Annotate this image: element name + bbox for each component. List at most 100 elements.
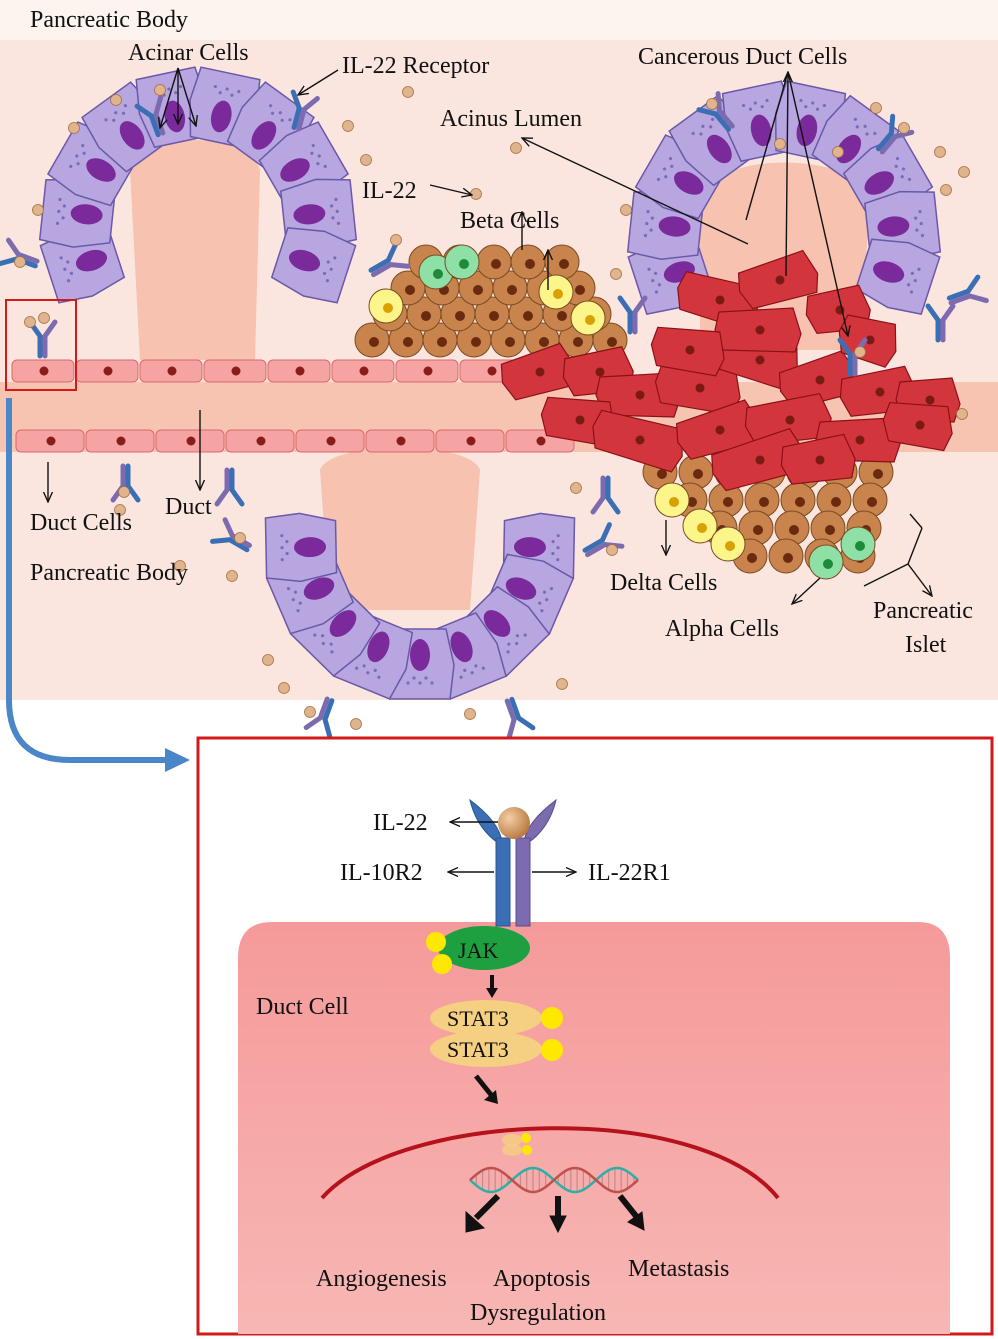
il22-particle (390, 234, 402, 246)
il22-particle (114, 504, 126, 516)
label-acinus-lumen: Acinus Lumen (440, 106, 582, 132)
il22-receptor (696, 91, 735, 132)
acinar-cell (854, 238, 941, 315)
cancer-cell (650, 326, 725, 377)
cancer-cell (737, 249, 819, 310)
duct-cells-bottom-row (15, 429, 575, 453)
label-il22-receptor: IL-22 Receptor (342, 53, 489, 79)
il22-particle (342, 120, 354, 132)
label-acinar-cells: Acinar Cells (128, 40, 249, 66)
inset-label-apoptosis: Apoptosis (493, 1266, 590, 1292)
acinus-lumen-area (130, 140, 870, 610)
il22-particle (350, 718, 362, 730)
il22-particle (958, 166, 970, 178)
il22-particle (556, 678, 568, 690)
label-delta-cells: Delta Cells (610, 570, 717, 596)
inset-label-dysregulation: Dysregulation (470, 1300, 606, 1326)
phosphate-3 (541, 1007, 563, 1029)
il22-particle (174, 560, 186, 572)
label-pancreatic-body-top: Pancreatic Body (30, 7, 188, 33)
inset-labels: IL-22 IL-10R2 IL-22R1 Duct Cell JAK STAT… (256, 810, 729, 1326)
inset-label-metastasis: Metastasis (628, 1256, 729, 1282)
il22-particle (154, 84, 166, 96)
cancer-cell (780, 433, 856, 485)
il22-receptor (582, 522, 625, 558)
stat3-bottom (430, 1031, 542, 1067)
il22-particle (226, 570, 238, 582)
top-labels: Pancreatic Body Acinar Cells IL-22 Recep… (30, 7, 973, 658)
il22-particle (464, 708, 476, 720)
il22-receptor (110, 463, 141, 503)
label-il22: IL-22 (362, 178, 417, 204)
label-islet: Islet (905, 632, 947, 658)
il22-particle (110, 94, 122, 106)
label-beta-cells: Beta Cells (460, 208, 559, 234)
il22-particle (606, 544, 618, 556)
label-cancerous-duct-cells: Cancerous Duct Cells (638, 44, 847, 70)
label-duct-cells: Duct Cells (30, 510, 132, 536)
il22-particle (262, 654, 274, 666)
il22-particle (360, 154, 372, 166)
il22-particle (832, 146, 844, 158)
inset-label-angiogenesis: Angiogenesis (316, 1266, 447, 1292)
il22-particle (774, 138, 786, 150)
label-pancreatic: Pancreatic (873, 598, 973, 624)
il22-particle (278, 682, 290, 694)
stat3-top (430, 1000, 542, 1036)
il22r1-chain (515, 837, 531, 927)
outcome-arrows (465, 1193, 645, 1234)
il22-particle (402, 86, 414, 98)
dna-helix (469, 1166, 639, 1194)
jak-enzyme (438, 926, 530, 970)
il10r2-chain (495, 837, 511, 927)
il22-particle (620, 204, 632, 216)
inset-label-il10r2: IL-10R2 (340, 860, 423, 886)
il22-receptor (368, 242, 411, 278)
receptor-complex (469, 798, 557, 927)
inset-label-il22: IL-22 (373, 810, 428, 836)
inset-label-il22r1: IL-22R1 (588, 860, 671, 886)
duct-cell-body (238, 922, 950, 1334)
inset-label-jak: JAK (458, 938, 498, 963)
label-alpha-cells: Alpha Cells (665, 616, 779, 642)
leader-lines (48, 67, 932, 604)
il22-receptor (303, 696, 335, 739)
pancreatic-islet-top (354, 244, 628, 358)
il22-particle (956, 408, 968, 420)
il22-receptor (875, 113, 915, 155)
phosphate-4 (541, 1039, 563, 1061)
il22-receptor (925, 303, 956, 343)
il22-particle (870, 102, 882, 114)
il22-particle (570, 482, 582, 494)
duct-cells-top-row (11, 359, 587, 383)
acinar-cell (264, 512, 338, 583)
label-pancreatic-body-bottom: Pancreatic Body (30, 560, 188, 586)
inset-label-duct-cell: Duct Cell (256, 994, 349, 1020)
il22-particle (68, 122, 80, 134)
il22-particle (38, 312, 50, 324)
jak-stat-pathway (426, 926, 563, 1156)
il22-particle (304, 706, 316, 718)
cancer-cell (714, 307, 802, 353)
acinus-left (38, 66, 358, 304)
il22-particle (470, 188, 482, 200)
pointer-arrow (6, 398, 190, 772)
il22-receptor (590, 475, 621, 515)
il22-particle (610, 268, 622, 280)
il22-particle (234, 532, 246, 544)
il22-particle (934, 146, 946, 158)
il22-receptor (290, 89, 320, 132)
label-duct: Duct (165, 494, 212, 520)
highlight-box (5, 299, 77, 391)
inset-label-stat3-top: STAT3 (447, 1006, 509, 1031)
il22-particle (940, 184, 952, 196)
phosphate-2 (432, 954, 452, 974)
cancer-cell (882, 401, 953, 452)
phosphate-1 (426, 932, 446, 952)
stat3-nuclear (502, 1133, 532, 1156)
acinar-cell (270, 227, 357, 304)
il22-particle (118, 486, 130, 498)
il22-receptor (214, 467, 245, 507)
